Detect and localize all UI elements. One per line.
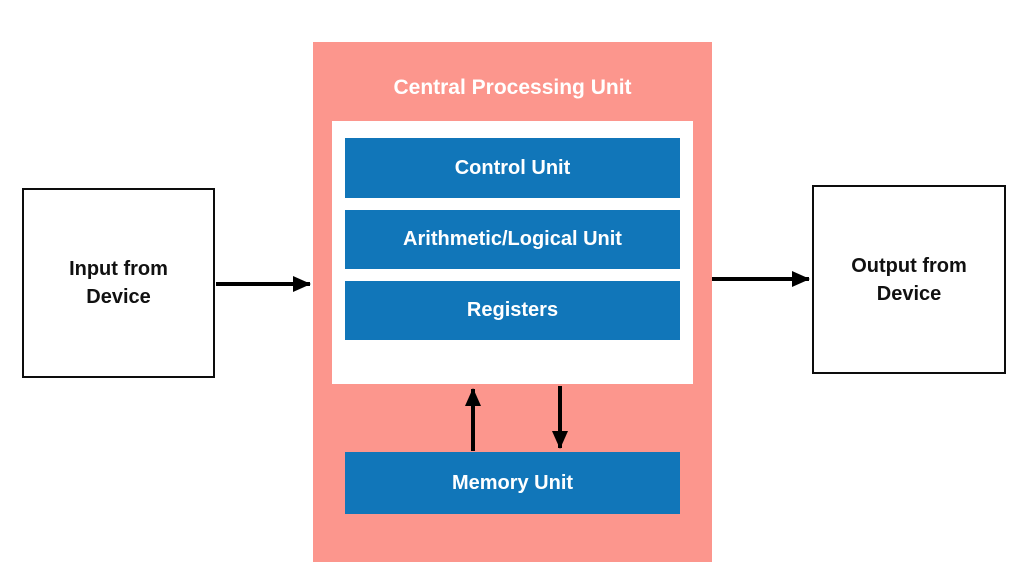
cpu-container: Central Processing Unit Control Unit Ari…	[313, 42, 712, 562]
cpu-title: Central Processing Unit	[393, 76, 632, 99]
input-device-label: Input from Device	[69, 258, 168, 308]
control-unit-block: Control Unit	[345, 138, 680, 198]
input-device-box: Input from Device	[22, 188, 215, 378]
output-device-box: Output from Device	[812, 185, 1006, 374]
registers-block: Registers	[345, 281, 680, 340]
arithmetic-logical-unit-block: Arithmetic/Logical Unit	[345, 210, 680, 269]
output-device-label: Output from Device	[851, 254, 967, 305]
cpu-inner-panel: Control Unit Arithmetic/Logical Unit Reg…	[332, 121, 693, 384]
memory-unit-block: Memory Unit	[345, 452, 680, 514]
